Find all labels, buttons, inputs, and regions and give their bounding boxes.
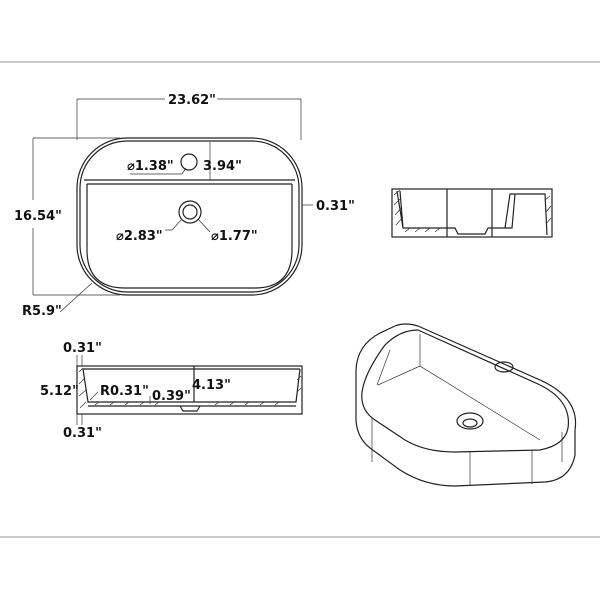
top-view: 23.62" 16.54" ⌀1.38" 3.94" ⌀2.83" ⌀1.77"… (14, 93, 355, 319)
side-section-view (391, 188, 553, 238)
wall-label: 0.31" (316, 199, 355, 214)
width-label: 23.62" (168, 93, 216, 108)
section-hatching (78, 367, 302, 409)
drain-inner-label: ⌀1.77" (211, 229, 258, 244)
radius-leader (59, 282, 93, 313)
overflow-hole (180, 153, 198, 171)
basin-inner (84, 179, 295, 289)
section-outline (76, 365, 303, 415)
overflow-hole-3d (494, 361, 514, 373)
front-section-view: 0.31" 5.12" R0.31" 0.39" 4.13" 0.31" (40, 341, 303, 441)
base-thickness-label: 0.31" (63, 426, 102, 441)
side-section-lines (396, 189, 548, 237)
drain-inner (182, 204, 198, 220)
isometric-view (355, 323, 577, 487)
basin-outline (76, 137, 303, 296)
inner-depth-label: 4.13" (192, 378, 231, 393)
drain-inner-3d (462, 418, 478, 428)
radius-label: R5.9" (22, 304, 62, 319)
side-outline (391, 188, 553, 238)
ledge-depth-label: 3.94" (203, 159, 242, 174)
side-hatching (393, 189, 552, 233)
drain-outer-3d (456, 412, 484, 430)
basin-rim-3d (361, 329, 570, 453)
overflow-dia-label: ⌀1.38" (127, 159, 174, 174)
section-lines (82, 366, 301, 412)
basin-rim (79, 140, 300, 293)
overflow-leader (130, 167, 187, 175)
basin-edges (371, 334, 563, 486)
width-dimension-line (76, 98, 302, 140)
drain-outer-label: ⌀2.83" (116, 229, 163, 244)
drain-outer (178, 200, 202, 224)
inner-radius-label: R0.31" (100, 384, 149, 399)
section-dimension-lines (76, 355, 151, 425)
depth-dimension-line (32, 137, 120, 296)
height-label: 5.12" (40, 384, 79, 399)
depth-label: 16.54" (14, 209, 62, 224)
rim-thickness-label: 0.31" (63, 341, 102, 356)
basin-body (355, 323, 577, 487)
bottom-thickness-label: 0.39" (152, 389, 191, 404)
drain-leaders (165, 218, 211, 233)
